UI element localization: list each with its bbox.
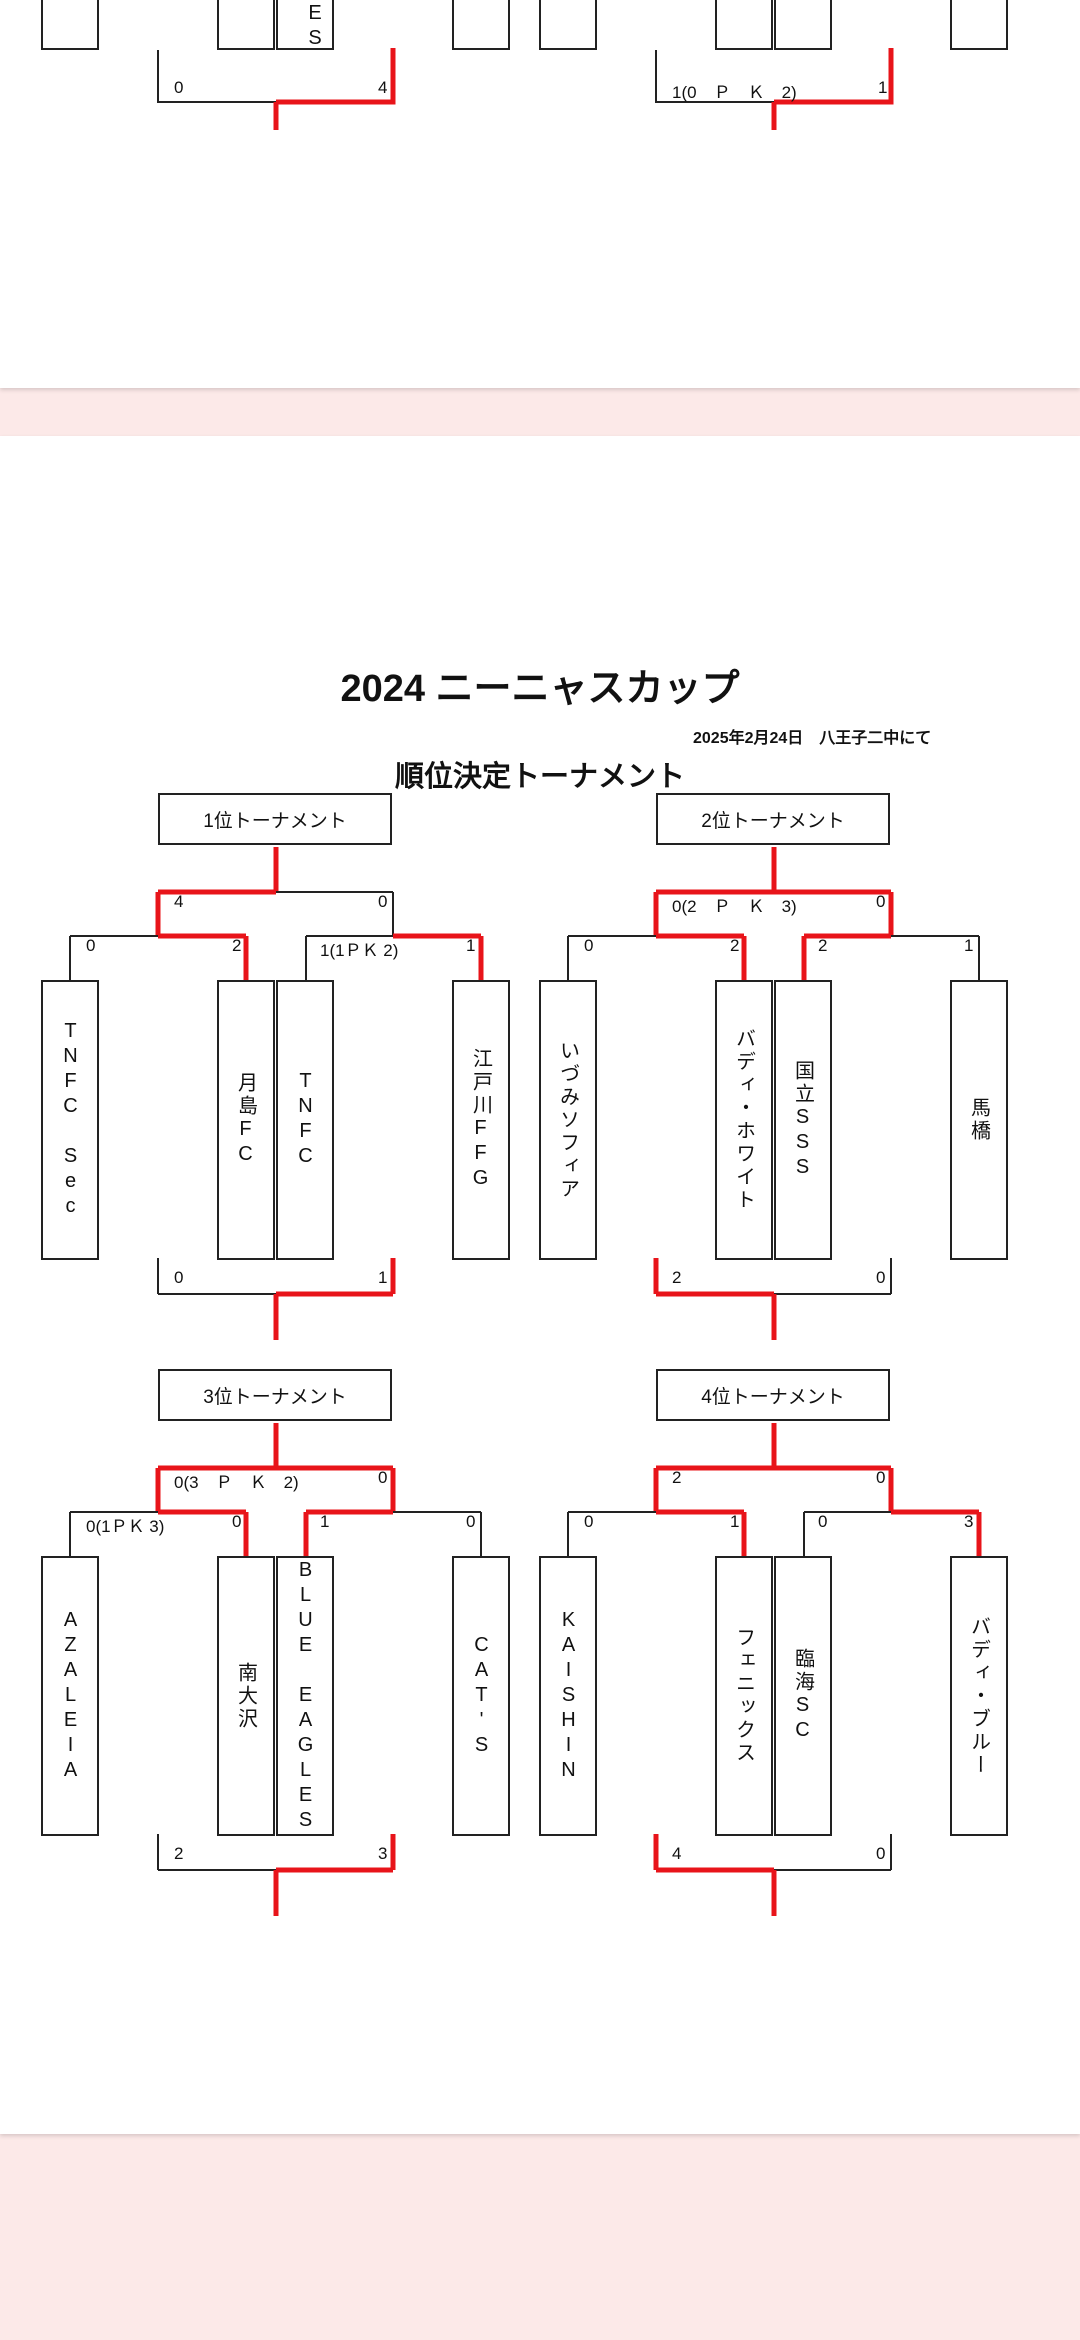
team-box: KAISHIN bbox=[539, 1556, 597, 1836]
score-semi-left-a: 0 bbox=[584, 1512, 594, 1531]
score-prev-right: 4 bbox=[378, 78, 388, 97]
team-name: BLUE EAGLES bbox=[294, 1558, 317, 1834]
score-top-right: 0 bbox=[378, 1468, 388, 1487]
score-semi-right-a: 0 bbox=[818, 1512, 828, 1531]
score-semi-left-a: 0 bbox=[584, 936, 594, 955]
score-top-left: 4 bbox=[174, 892, 184, 911]
score-semi-left-b: 2 bbox=[232, 936, 242, 955]
score-bottom-left: 2 bbox=[672, 1268, 682, 1287]
score-semi-right-a: 1(1ＰＫ 2) bbox=[320, 941, 399, 960]
score-top-right: 0 bbox=[876, 1468, 886, 1487]
score-semi-left-b: 0 bbox=[232, 1512, 242, 1531]
tournament-label-box: 4位トーナメント bbox=[656, 1369, 890, 1421]
team-name: 江戸川FFG bbox=[469, 1048, 492, 1192]
team-box: フェニックス bbox=[715, 1556, 773, 1836]
score-top-left: 2 bbox=[672, 1468, 682, 1487]
team-name: バディ・ブルー bbox=[967, 1615, 990, 1777]
team-box: 江戸川FFG bbox=[452, 980, 510, 1260]
team-name: 国立SSS bbox=[791, 1059, 814, 1181]
tournament-label-box: 2位トーナメント bbox=[656, 793, 890, 845]
team-box: TNFC Sec bbox=[41, 980, 99, 1260]
team-box-fragment bbox=[950, 0, 1008, 50]
team-name: 月島FC bbox=[234, 1072, 257, 1168]
score-prev-left: 1(0 Ｐ Ｋ 2) bbox=[672, 83, 797, 102]
team-box: 月島FC bbox=[217, 980, 275, 1260]
tournament-label-box: 3位トーナメント bbox=[158, 1369, 392, 1421]
team-box: 臨海SC bbox=[774, 1556, 832, 1836]
team-box: AZALEIA bbox=[41, 1556, 99, 1836]
team-box-fragment bbox=[539, 0, 597, 50]
team-box-fragment bbox=[452, 0, 510, 50]
team-box: BLUE EAGLES bbox=[276, 1556, 334, 1836]
score-bottom-left: 2 bbox=[174, 1844, 184, 1863]
bracket-line bbox=[276, 48, 396, 105]
score-semi-right-b: 0 bbox=[466, 1512, 476, 1531]
score-semi-right-b: 3 bbox=[964, 1512, 974, 1531]
team-box: 馬橋 bbox=[950, 980, 1008, 1260]
score-semi-left-b: 1 bbox=[730, 1512, 740, 1531]
score-semi-right-a: 1 bbox=[320, 1512, 330, 1531]
team-box: バディ・ホワイト bbox=[715, 980, 773, 1260]
team-name: 馬橋 bbox=[967, 1097, 990, 1143]
bracket-page bbox=[0, 436, 1080, 2134]
score-semi-left-a: 0(1ＰＫ 3) bbox=[86, 1517, 165, 1536]
score-prev-right: 1 bbox=[878, 78, 888, 97]
score-bottom-left: 0 bbox=[174, 1268, 184, 1287]
score-bottom-right: 1 bbox=[378, 1268, 388, 1287]
score-bottom-left: 4 bbox=[672, 1844, 682, 1863]
bracket-line bbox=[774, 48, 894, 105]
score-semi-left-b: 2 bbox=[730, 936, 740, 955]
team-box: バディ・ブルー bbox=[950, 1556, 1008, 1836]
team-name: TNFC Sec bbox=[59, 1020, 82, 1220]
team-box: 国立SSS bbox=[774, 980, 832, 1260]
page-subtitle: 順位決定トーナメント bbox=[394, 761, 685, 793]
score-bottom-right: 3 bbox=[378, 1844, 388, 1863]
team-box: いづみソフィア bbox=[539, 980, 597, 1260]
page-title: 2024 ニーニャスカップ bbox=[340, 668, 740, 710]
previous-page bbox=[0, 0, 1080, 388]
team-name: AZALEIA bbox=[59, 1608, 82, 1784]
score-bottom-right: 0 bbox=[876, 1844, 886, 1863]
team-box: CAT'S bbox=[452, 1556, 510, 1836]
bracket-line bbox=[157, 50, 276, 103]
team-box-fragment bbox=[774, 0, 832, 50]
score-prev-left: 0 bbox=[174, 78, 184, 97]
team-box-fragment bbox=[276, 0, 334, 50]
team-box-fragment bbox=[715, 0, 773, 50]
score-top-right: 0 bbox=[378, 892, 388, 911]
team-name: CAT'S bbox=[470, 1633, 493, 1759]
team-name: いづみソフィア bbox=[556, 1039, 579, 1201]
tournament-label-box: 1位トーナメント bbox=[158, 793, 392, 845]
team-name: 南大沢 bbox=[234, 1661, 257, 1731]
team-name: フェニックス bbox=[732, 1627, 755, 1765]
date-location: 2025年2月24日 八王子二中にて bbox=[693, 730, 932, 747]
team-box: 南大沢 bbox=[217, 1556, 275, 1836]
score-top-right: 0 bbox=[876, 892, 886, 911]
team-name: バディ・ホワイト bbox=[732, 1028, 755, 1212]
team-name: TNFC bbox=[294, 1070, 317, 1170]
team-box: TNFC bbox=[276, 980, 334, 1260]
score-semi-left-a: 0 bbox=[86, 936, 96, 955]
score-semi-right-b: 1 bbox=[466, 936, 476, 955]
bracket-line bbox=[655, 50, 774, 103]
team-box-fragment bbox=[41, 0, 99, 50]
team-name: 臨海SC bbox=[791, 1648, 814, 1744]
score-top-left: 0(2 Ｐ Ｋ 3) bbox=[672, 897, 797, 916]
score-semi-right-b: 1 bbox=[964, 936, 974, 955]
team-name: KAISHIN bbox=[557, 1608, 580, 1784]
team-box-fragment bbox=[217, 0, 275, 50]
score-top-left: 0(3 Ｐ Ｋ 2) bbox=[174, 1473, 299, 1492]
score-semi-right-a: 2 bbox=[818, 936, 828, 955]
score-bottom-right: 0 bbox=[876, 1268, 886, 1287]
team-name-fragment: ES bbox=[304, 2, 326, 52]
